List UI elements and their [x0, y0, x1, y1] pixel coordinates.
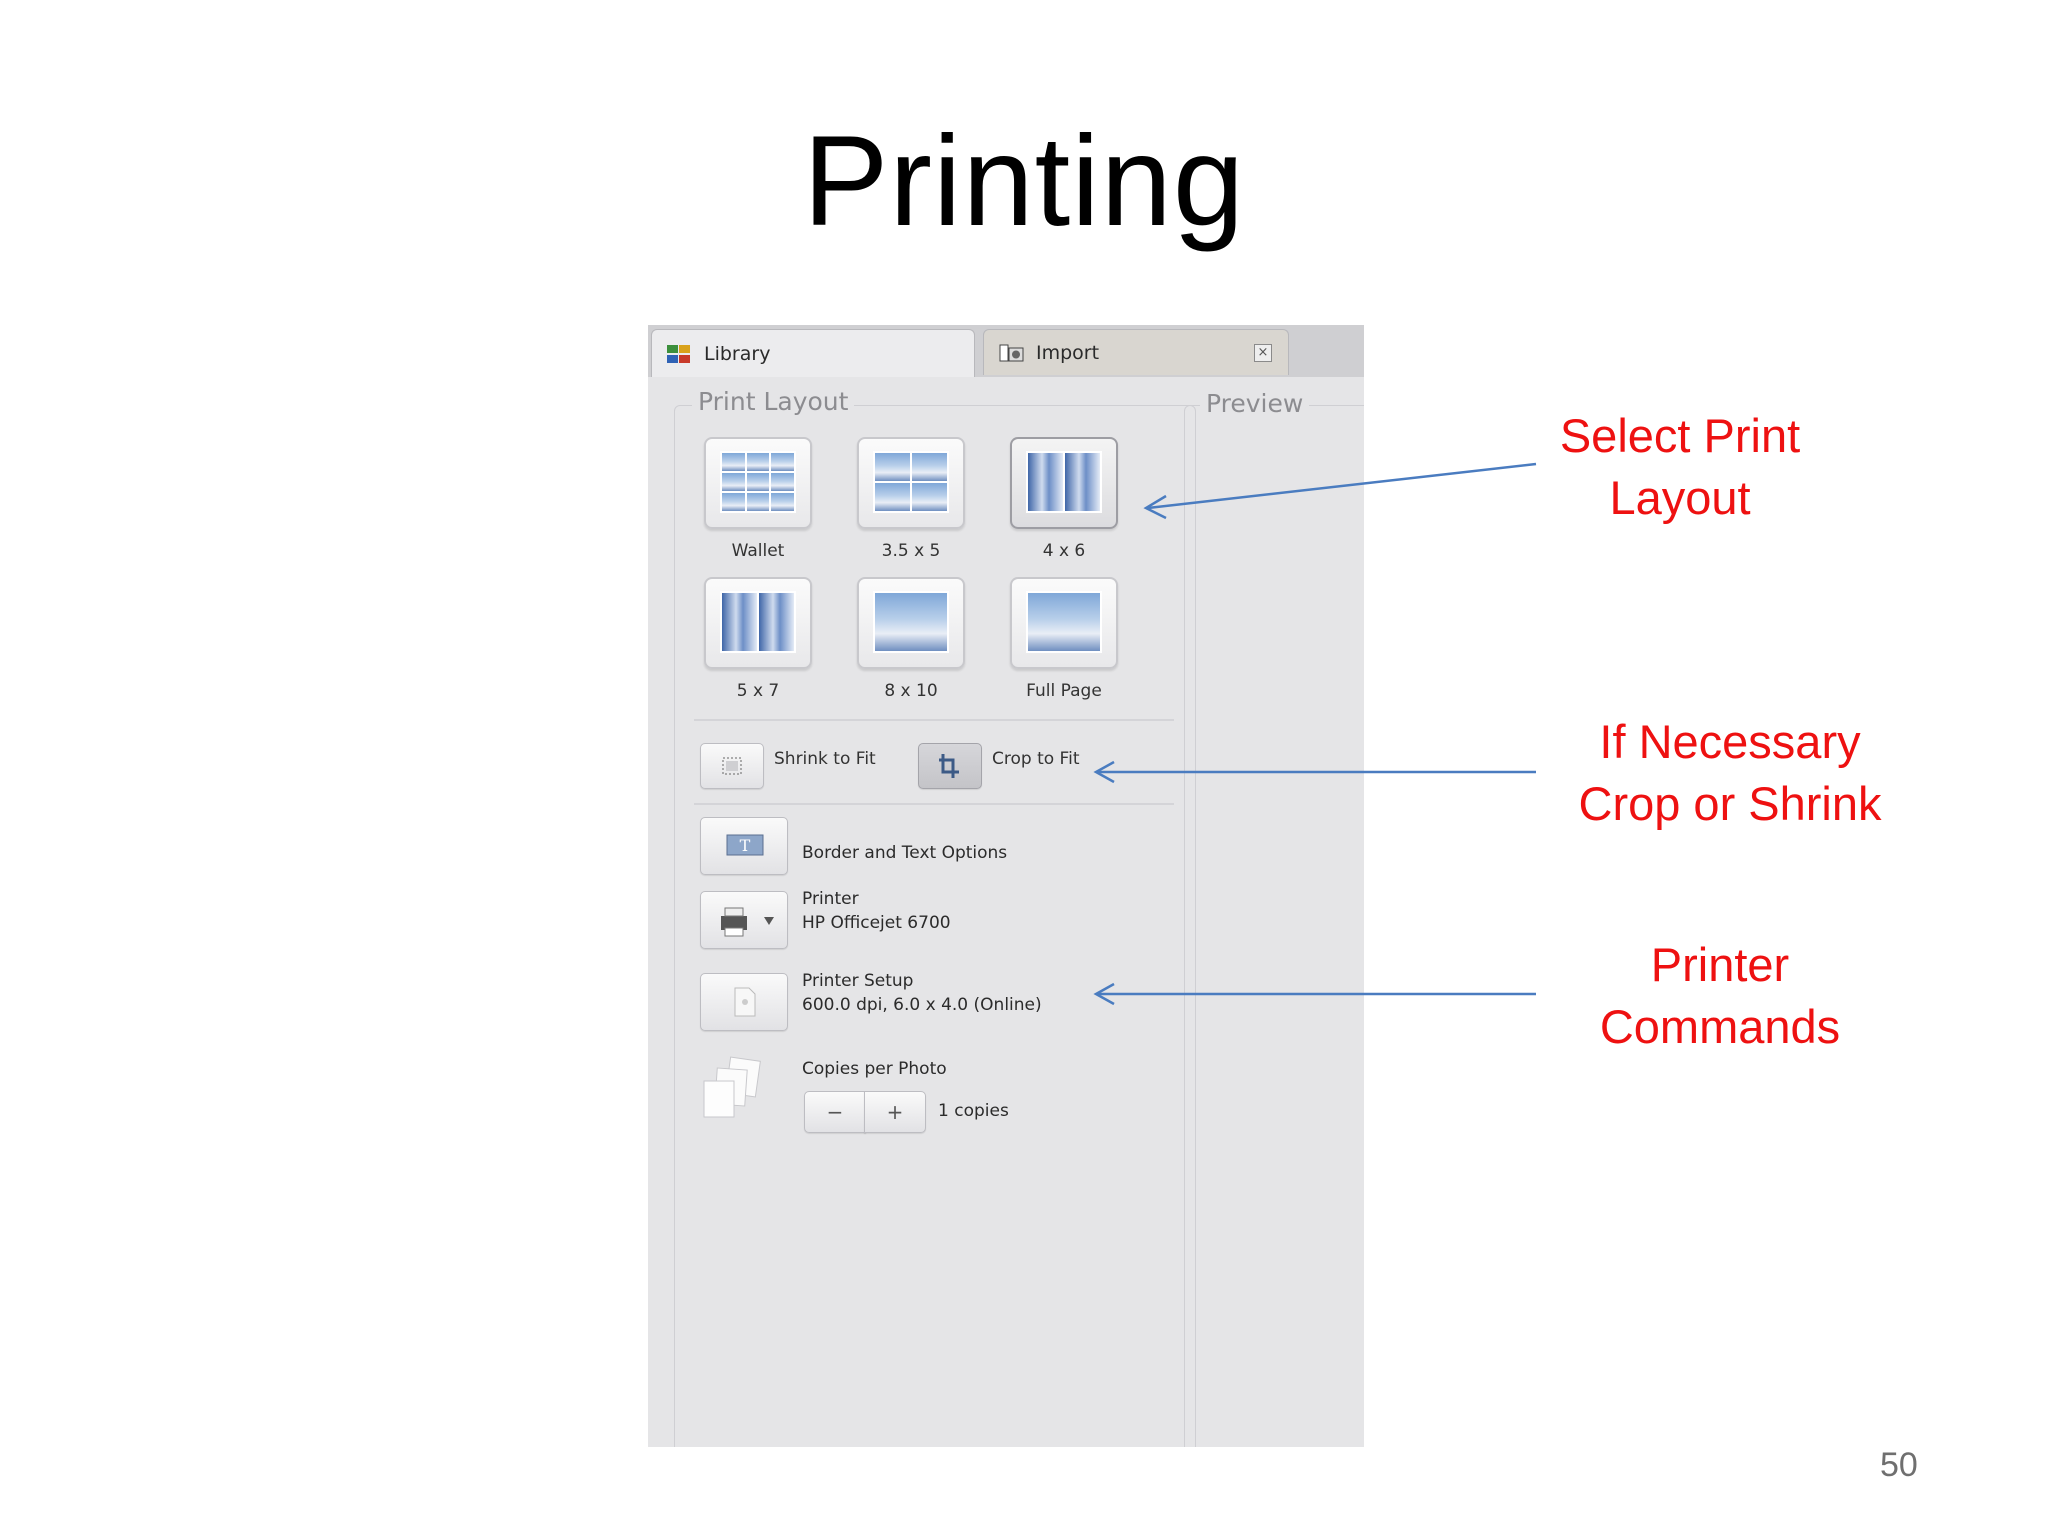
layout-full-page-label: Full Page — [1026, 681, 1102, 701]
page-setup-icon — [734, 987, 756, 1017]
layout-5x7[interactable]: 5 x 7 — [704, 577, 816, 701]
5x7-thumbnail — [704, 577, 812, 669]
divider — [694, 719, 1174, 721]
full-page-thumbnail — [1010, 577, 1118, 669]
tab-bar: Library Import × — [648, 325, 1364, 377]
svg-text:T: T — [740, 836, 751, 855]
4x6-thumbnail — [1010, 437, 1118, 529]
layout-4x6-label: 4 x 6 — [1042, 541, 1086, 561]
print-layout-group — [674, 405, 1196, 1447]
shrink-to-fit-button[interactable] — [700, 743, 764, 789]
layout-wallet-label: Wallet — [731, 541, 785, 561]
layout-3-5x5-label: 3.5 x 5 — [881, 541, 941, 561]
tab-import[interactable]: Import × — [983, 329, 1289, 375]
tab-library[interactable]: Library — [651, 329, 975, 377]
3-5x5-thumbnail — [857, 437, 965, 529]
shrink-to-fit-label: Shrink to Fit — [774, 749, 876, 769]
border-text-options-button[interactable]: T — [700, 817, 788, 875]
divider — [694, 803, 1174, 805]
crop-to-fit-label: Crop to Fit — [992, 749, 1080, 769]
copies-icon — [698, 1055, 778, 1125]
library-icon — [666, 343, 692, 365]
annotation-select-print-layout: Select Print Layout — [1559, 409, 1801, 524]
layout-8x10-label: 8 x 10 — [884, 681, 938, 701]
print-panel-screenshot: Library Import × Print Layout Preview — [648, 325, 1364, 1447]
minus-icon: − — [826, 1100, 844, 1124]
copies-decrement-button[interactable]: − — [804, 1091, 866, 1133]
printer-value: HP Officejet 6700 — [802, 913, 951, 933]
preview-label: Preview — [1200, 389, 1310, 418]
layout-wallet[interactable]: Wallet — [704, 437, 816, 561]
printer-icon — [721, 907, 747, 937]
plus-icon: + — [886, 1100, 904, 1124]
crop-to-fit-button[interactable] — [918, 743, 982, 789]
printer-setup-label: Printer Setup — [802, 971, 914, 991]
crop-icon — [939, 754, 959, 778]
8x10-thumbnail — [857, 577, 965, 669]
page-number: 50 — [1880, 1446, 1918, 1484]
layout-8x10[interactable]: 8 x 10 — [857, 577, 969, 701]
printer-dropdown[interactable] — [700, 891, 788, 949]
wallet-thumbnail — [704, 437, 812, 529]
chevron-down-icon — [764, 917, 774, 925]
layout-3-5x5[interactable]: 3.5 x 5 — [857, 437, 969, 561]
layout-4x6[interactable]: 4 x 6 — [1010, 437, 1122, 561]
printer-label: Printer — [802, 889, 859, 909]
copies-increment-button[interactable]: + — [864, 1091, 926, 1133]
import-camera-icon — [998, 342, 1024, 364]
shrink-icon — [722, 757, 742, 775]
copies-per-photo-label: Copies per Photo — [802, 1059, 947, 1079]
close-icon[interactable]: × — [1254, 344, 1272, 362]
layout-5x7-label: 5 x 7 — [736, 681, 780, 701]
border-text-options-label: Border and Text Options — [802, 843, 1008, 863]
annotation-crop-or-shrink: If Necessary Crop or Shrink — [1578, 715, 1882, 830]
annotation-printer-commands: Printer Commands — [1599, 938, 1841, 1053]
text-border-icon: T — [726, 834, 764, 856]
slide-title: Printing — [803, 110, 1245, 253]
copies-value: 1 copies — [938, 1101, 1009, 1121]
printer-setup-value: 600.0 dpi, 6.0 x 4.0 (Online) — [802, 995, 1042, 1015]
layout-full-page[interactable]: Full Page — [1010, 577, 1122, 701]
printer-setup-button[interactable] — [700, 973, 788, 1031]
tab-import-label: Import — [1036, 341, 1100, 364]
tab-library-label: Library — [704, 342, 771, 365]
print-layout-label: Print Layout — [692, 387, 855, 416]
